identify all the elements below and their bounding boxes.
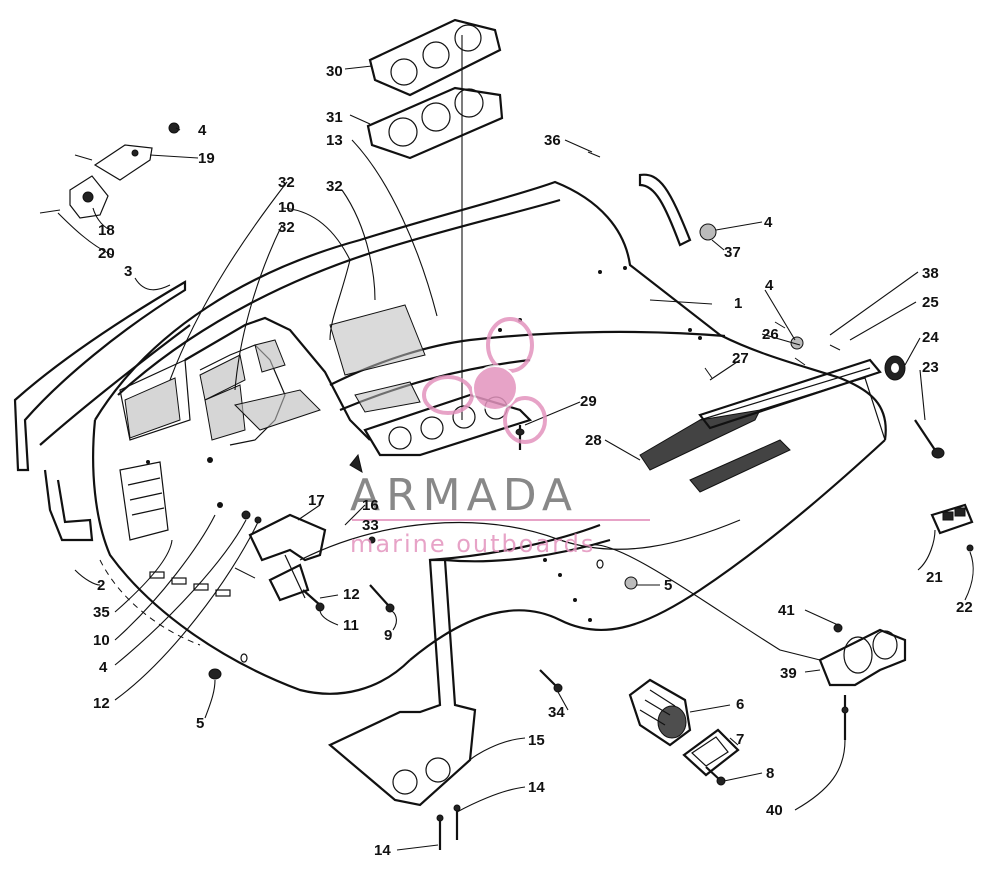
dash-display-panel [329, 304, 426, 413]
callout-32: 32 [278, 219, 295, 236]
callout-labels: 30 31 13 36 4 19 18 20 3 32 10 32 32 4 3… [93, 63, 973, 859]
callout-33: 33 [362, 517, 379, 534]
stud-14 [436, 804, 461, 850]
rivet-dots [146, 266, 702, 622]
callout-4: 4 [99, 659, 108, 676]
callout-28: 28 [585, 432, 602, 449]
callout-13: 13 [326, 132, 343, 149]
gauge-cluster-left [124, 339, 321, 441]
small-fasteners [208, 367, 713, 680]
callout-18: 18 [98, 222, 115, 239]
callout-38: 38 [922, 265, 939, 282]
watermark-subtitle: marine outboards [350, 530, 595, 558]
hood-body [92, 180, 887, 695]
callout-9: 9 [384, 627, 392, 644]
callout-12: 12 [93, 695, 110, 712]
callout-19: 19 [198, 150, 215, 167]
armada-watermark: ARMADA marine outboards [350, 317, 650, 558]
bracket-17 [248, 513, 376, 602]
callout-34: 34 [548, 704, 565, 721]
callout-24: 24 [922, 329, 939, 346]
callout-23: 23 [922, 359, 939, 376]
callout-8: 8 [766, 765, 774, 782]
trim-strip-37 [587, 151, 717, 247]
callout-26: 26 [762, 326, 779, 343]
callout-5: 5 [664, 577, 672, 594]
callout-14: 14 [374, 842, 391, 859]
callout-35: 35 [93, 604, 110, 621]
callout-27: 27 [732, 350, 749, 367]
callout-20: 20 [98, 245, 115, 262]
callout-29: 29 [580, 393, 597, 410]
callout-6: 6 [736, 696, 744, 713]
grommet-24 [884, 355, 906, 381]
callout-15: 15 [528, 732, 545, 749]
callout-3: 3 [124, 263, 132, 280]
callout-36: 36 [544, 132, 561, 149]
callout-30: 30 [326, 63, 343, 80]
side-bar-38 [698, 321, 882, 430]
callout-41: 41 [778, 602, 795, 619]
leader-lines [57, 65, 974, 851]
callout-40: 40 [766, 802, 783, 819]
bracket-18 [39, 175, 109, 219]
callout-10: 10 [93, 632, 110, 649]
callout-17: 17 [308, 492, 325, 509]
propeller-logo-icon [422, 317, 547, 444]
callout-5: 5 [196, 715, 204, 732]
side-vent-panel [119, 461, 169, 541]
gasket-31 [366, 86, 504, 160]
gasket-7 [682, 728, 740, 777]
bracket-39 [818, 623, 907, 740]
callout-37: 37 [724, 244, 741, 261]
callout-32: 32 [278, 174, 295, 191]
bolt-34 [539, 669, 563, 693]
callout-25: 25 [922, 294, 939, 311]
watermark-title: ARMADA [350, 470, 578, 521]
motor-6 [628, 678, 692, 747]
callout-2: 2 [97, 577, 105, 594]
plate-19-assembly [74, 122, 180, 181]
hidden-outline [99, 559, 201, 646]
light-21 [930, 503, 974, 552]
callout-16: 16 [362, 497, 379, 514]
lower-vent-slots [149, 571, 231, 597]
callout-4: 4 [764, 214, 773, 231]
callout-4: 4 [765, 277, 774, 294]
callout-11: 11 [343, 617, 359, 634]
callout-1: 1 [734, 295, 742, 312]
callout-21: 21 [926, 569, 943, 586]
callout-32: 32 [326, 178, 343, 195]
bolt-23 [914, 419, 945, 459]
mount-plate-15 [327, 523, 611, 807]
callout-31: 31 [326, 109, 343, 126]
gauge-bezel-30 [368, 18, 502, 97]
callout-4: 4 [198, 122, 207, 139]
callout-7: 7 [736, 731, 744, 748]
callout-14: 14 [528, 779, 545, 796]
screw-8 [705, 766, 726, 786]
side-trim-3 [13, 280, 191, 542]
callout-39: 39 [780, 665, 797, 682]
callout-12: 12 [343, 586, 360, 603]
callout-10: 10 [278, 199, 295, 216]
callout-22: 22 [956, 599, 973, 616]
